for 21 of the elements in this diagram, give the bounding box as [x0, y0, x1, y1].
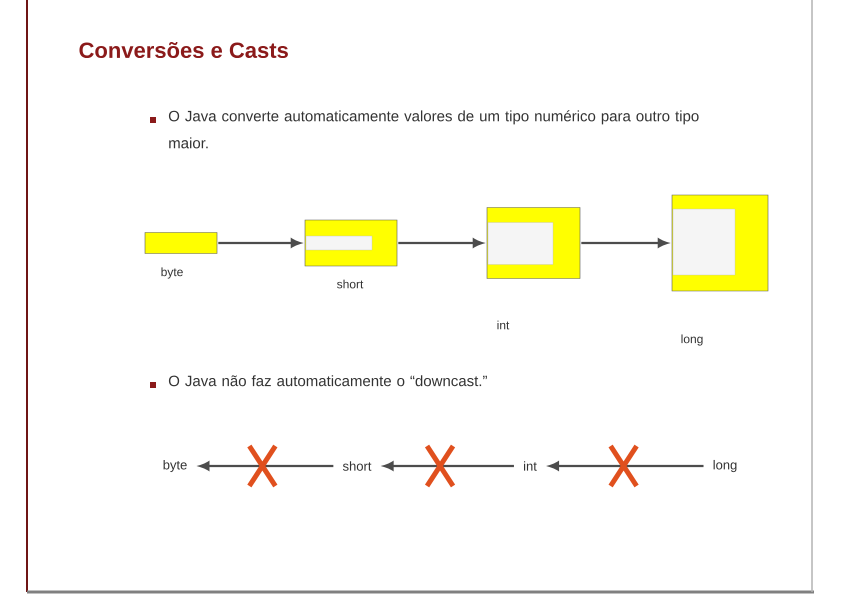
arrow: [549, 461, 704, 471]
arrow: [218, 238, 301, 248]
bullet-text: O Java não faz automaticamente o “downcast.”: [168, 375, 487, 386]
type-size-bar: [144, 232, 218, 254]
type-label: int: [524, 461, 537, 471]
arrow: [581, 238, 668, 248]
arrow: [398, 238, 483, 248]
type-label: long: [681, 334, 703, 346]
type-label: int: [497, 320, 510, 330]
type-label: byte: [161, 267, 183, 279]
type-size-box: [304, 220, 398, 266]
type-size-box: [672, 194, 768, 292]
title: Conversões e Casts: [79, 42, 288, 58]
type-label: short: [342, 461, 372, 471]
type-label: short: [337, 280, 364, 288]
arrow: [199, 461, 334, 471]
bullet-text: O Java converte automaticamente valores de um tipo numérico para outro tipo maior.: [168, 110, 699, 148]
type-label: byte: [164, 460, 187, 472]
type-size-box: [486, 207, 580, 279]
arrow: [384, 461, 514, 471]
type-label: long: [714, 460, 736, 472]
